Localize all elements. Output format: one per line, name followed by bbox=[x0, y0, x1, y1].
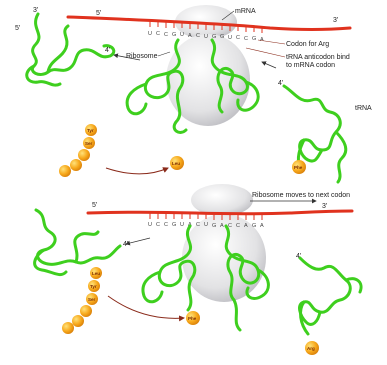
trna-left-exiting bbox=[27, 14, 114, 85]
svg-text:U: U bbox=[228, 35, 232, 41]
amino-acid-bead bbox=[72, 315, 84, 327]
svg-text:C: C bbox=[244, 36, 248, 42]
polypeptide-chain-2 bbox=[62, 267, 102, 334]
svg-text:U: U bbox=[148, 31, 152, 37]
peptide-transfer-arrow bbox=[106, 168, 168, 174]
svg-text:G: G bbox=[220, 34, 224, 40]
svg-text:C: C bbox=[236, 35, 240, 41]
amino-acid-leu-label: Leu bbox=[172, 161, 180, 166]
label-mrna: mRNA bbox=[235, 8, 256, 15]
svg-text:C: C bbox=[156, 222, 160, 228]
label-anticodon-line bbox=[246, 48, 285, 57]
label-anticodon-2: to mRNA codon bbox=[286, 62, 335, 69]
amino-acid-ser-2-label: Ser bbox=[88, 297, 96, 302]
svg-text:C: C bbox=[196, 33, 200, 39]
label-codon: Codon for Arg bbox=[286, 41, 329, 48]
svg-text:G: G bbox=[252, 36, 256, 42]
svg-text:G: G bbox=[172, 222, 176, 228]
amino-acid-phe-label: Phe bbox=[294, 165, 303, 170]
trna-left-released-end: 4' bbox=[123, 241, 128, 248]
svg-text:U: U bbox=[204, 34, 208, 40]
amino-acid-tyr-2-label: Tyr bbox=[90, 284, 97, 289]
ribosome-large-subunit-2 bbox=[191, 184, 253, 216]
amino-acid-bead bbox=[80, 305, 92, 317]
mrna-3-prime: 3' bbox=[333, 17, 338, 24]
amino-acid-bead bbox=[70, 159, 82, 171]
svg-text:G: G bbox=[172, 32, 176, 38]
svg-text:A: A bbox=[260, 37, 264, 43]
label-ribosome: Ribosome bbox=[126, 53, 158, 60]
svg-text:C: C bbox=[164, 32, 168, 38]
mrna-3-prime-2: 3' bbox=[322, 203, 327, 210]
amino-acid-bead bbox=[59, 165, 71, 177]
trna-right-free-end: 4' bbox=[296, 253, 301, 260]
amino-acid-bead bbox=[78, 149, 90, 161]
trna-left-5-prime: 5' bbox=[15, 25, 20, 32]
label-anticodon-1: tRNA anticodon bind bbox=[286, 54, 350, 61]
amino-acid-phe-2-label: Phe bbox=[188, 316, 197, 321]
trna-arriving-end: 4' bbox=[278, 80, 283, 87]
amino-acid-leu-2-label: Leu bbox=[92, 271, 100, 276]
label-ribosome-line bbox=[158, 52, 170, 56]
svg-text:G: G bbox=[212, 223, 216, 229]
mrna-5-prime: 5' bbox=[96, 10, 101, 17]
trna-entry-arrow bbox=[262, 62, 276, 68]
svg-text:A: A bbox=[260, 223, 264, 229]
svg-text:G: G bbox=[252, 223, 256, 229]
amino-acid-bead bbox=[62, 322, 74, 334]
mrna-5-prime-2: 5' bbox=[92, 202, 97, 209]
svg-text:C: C bbox=[236, 223, 240, 229]
svg-text:C: C bbox=[164, 222, 168, 228]
svg-text:A: A bbox=[188, 33, 192, 39]
trna-left-end: 4' bbox=[105, 47, 110, 54]
svg-text:U: U bbox=[204, 222, 208, 228]
trna-right-free bbox=[300, 258, 362, 334]
svg-text:A: A bbox=[244, 223, 248, 229]
svg-text:U: U bbox=[180, 222, 184, 228]
svg-text:C: C bbox=[196, 222, 200, 228]
amino-acid-tyr-label: Tyr bbox=[87, 128, 94, 133]
amino-acid-ser-label: Ser bbox=[85, 141, 93, 146]
amino-acid-arg-label: Arg bbox=[307, 346, 315, 351]
svg-text:A: A bbox=[220, 223, 224, 229]
svg-text:U: U bbox=[180, 32, 184, 38]
svg-text:U: U bbox=[148, 222, 152, 228]
svg-text:C: C bbox=[156, 31, 160, 37]
trna-left-released bbox=[35, 210, 120, 275]
label-ribosome-moves: Ribosome moves to next codon bbox=[252, 192, 350, 199]
label-trna: tRNA bbox=[355, 105, 372, 112]
trna-left-3-prime: 3' bbox=[33, 7, 38, 14]
trna-release-arrow bbox=[126, 238, 150, 244]
